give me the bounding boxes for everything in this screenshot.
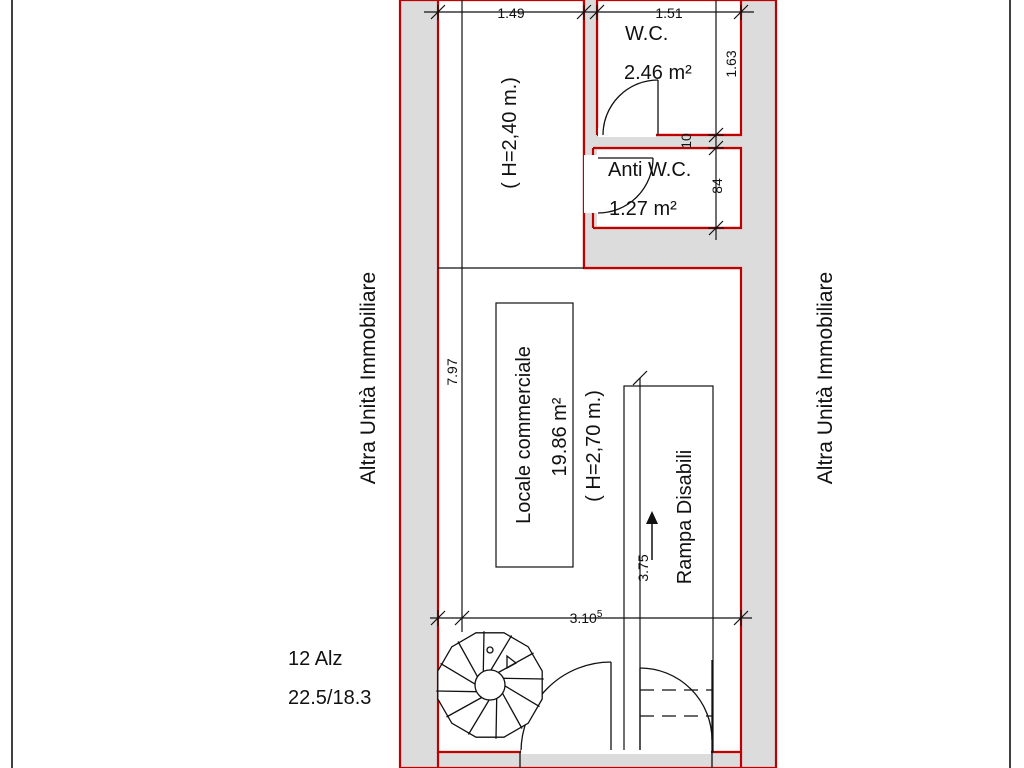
dim-wall-gap: 10 <box>678 133 694 149</box>
stair-ratio: 22.5/18.3 <box>288 687 371 709</box>
ramp-arrow-icon <box>646 511 658 560</box>
stair-tread <box>504 685 540 708</box>
shop-height: ( H=2,70 m.) <box>583 390 605 502</box>
anti-wc-name: Anti W.C. <box>608 159 691 181</box>
stair-steps: 12 Alz <box>288 648 342 670</box>
wc-name: W.C. <box>625 23 668 45</box>
ramp-label: Rampa Disabili <box>674 450 696 585</box>
anti-wc-area: 1.27 m² <box>609 198 677 220</box>
left-neighbor-label: Altra Unità Immobiliare <box>357 272 380 484</box>
spiral-staircase-icon <box>436 631 544 739</box>
stair-tread <box>501 692 523 729</box>
stair-tread <box>446 696 483 718</box>
shop-area: 19.86 m² <box>549 397 571 476</box>
dim-anti-wc-depth: 84 <box>709 178 725 194</box>
dim-top-left-width: 1.49 <box>497 5 524 21</box>
stair-tread <box>440 662 476 685</box>
stair-core <box>474 669 506 701</box>
shop-label-box <box>495 302 574 568</box>
dim-top-right-width: 1.51 <box>655 5 682 21</box>
dim-ramp-length: 3.75 <box>635 554 651 581</box>
anti-wc-door <box>597 157 654 214</box>
shop-name: Locale commerciale <box>513 346 535 524</box>
stair-tread <box>482 631 485 672</box>
dim-total-length: 7.97 <box>444 358 460 385</box>
dim-interior-width: 3.105 <box>570 609 603 626</box>
dim-wc-depth: 1.63 <box>723 50 739 77</box>
stair-tread <box>495 698 498 739</box>
wc-door <box>602 79 659 136</box>
wc-area: 2.46 m² <box>624 62 692 84</box>
upper-height: ( H=2,40 m.) <box>499 77 521 189</box>
stair-start-dot <box>486 646 494 654</box>
right-neighbor-label: Altra Unità Immobiliare <box>814 272 837 484</box>
entrance-doors <box>519 660 713 768</box>
stair-tread <box>457 641 479 678</box>
stair-tread <box>436 690 477 693</box>
stair-tread <box>490 635 513 671</box>
stair-tread <box>467 699 490 735</box>
page-frame <box>11 0 1011 768</box>
stair-tread <box>503 677 544 680</box>
stair-direction-arrow <box>506 654 518 670</box>
